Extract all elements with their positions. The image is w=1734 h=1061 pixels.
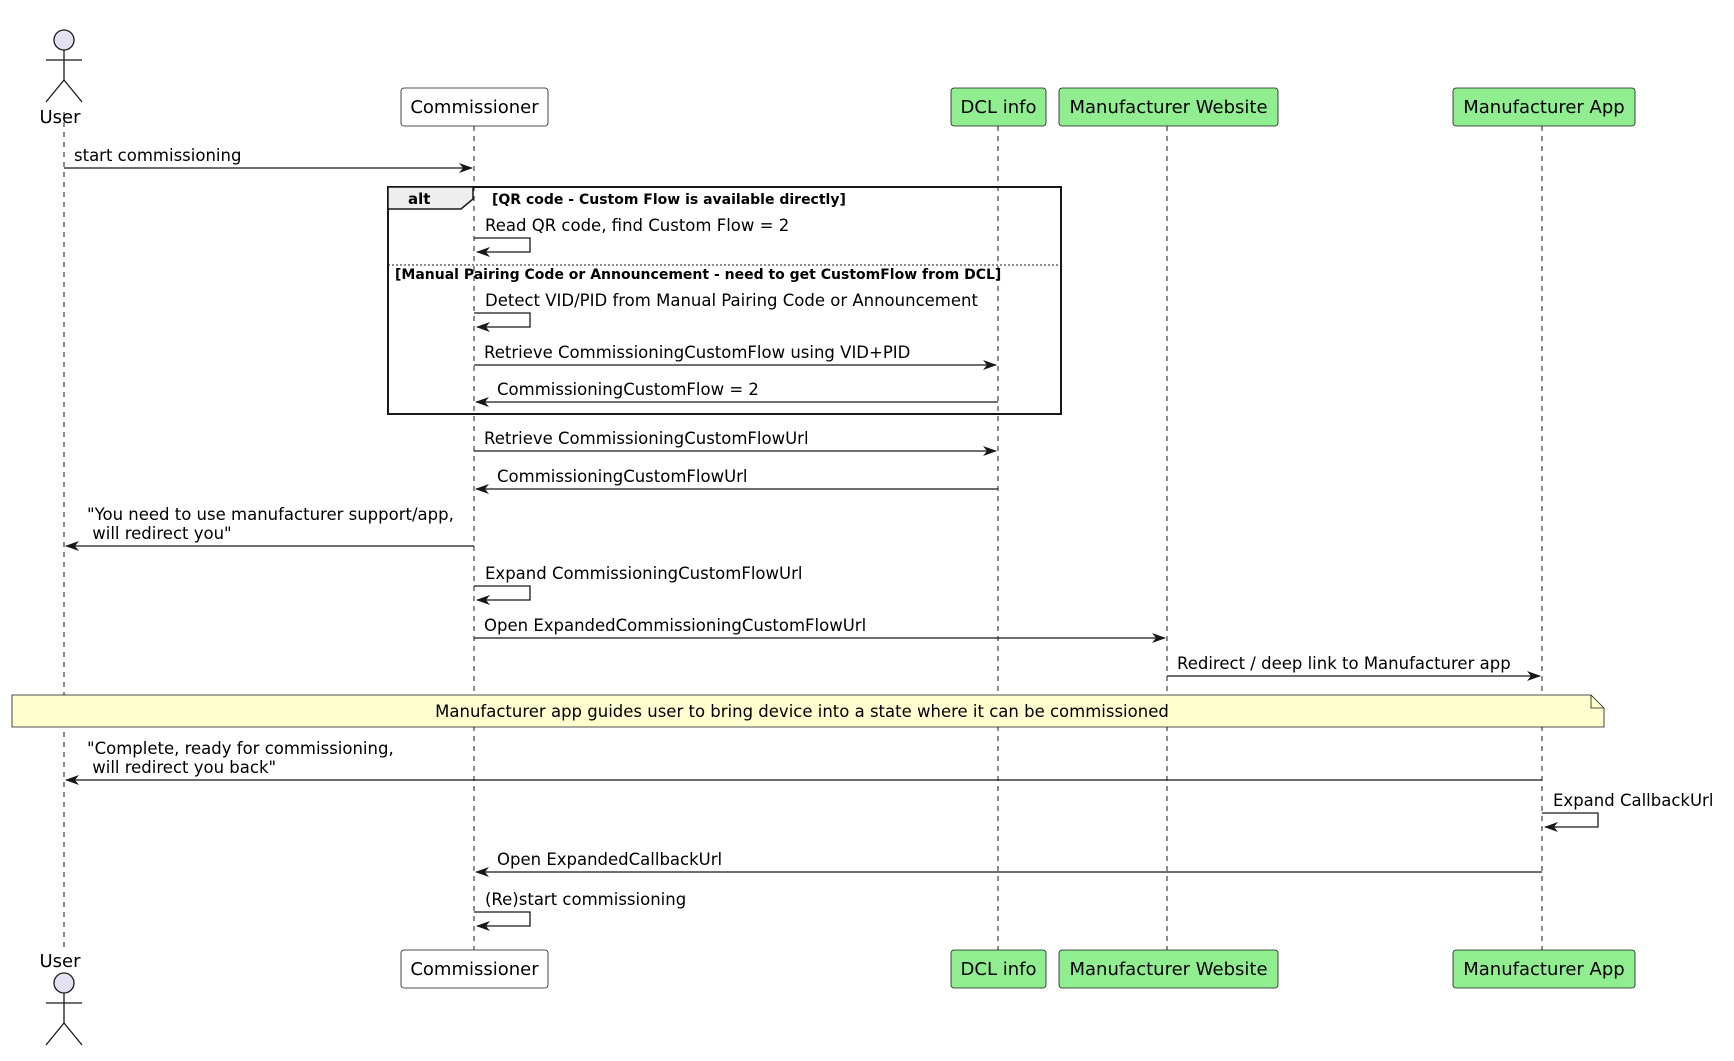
participant-label: Commissioner <box>410 97 539 118</box>
message-label: CommissioningCustomFlowUrl <box>497 467 748 486</box>
participant-label: Manufacturer App <box>1463 97 1624 118</box>
note-text: Manufacturer app guides user to bring de… <box>435 702 1169 721</box>
participant-commissioner-bottom: Commissioner <box>401 950 548 988</box>
message-6: Retrieve CommissioningCustomFlowUrl <box>474 429 996 451</box>
message-label: Open ExpandedCommissioningCustomFlowUrl <box>484 616 866 635</box>
actor-user-top: User <box>39 30 82 128</box>
participant-app-bottom: Manufacturer App <box>1453 950 1635 988</box>
message-11: Redirect / deep link to Manufacturer app <box>1167 654 1540 676</box>
actor-label: User <box>39 107 81 128</box>
message-label: Redirect / deep link to Manufacturer app <box>1177 654 1511 673</box>
self-message-arrow <box>474 313 530 327</box>
participant-label: Manufacturer Website <box>1069 97 1267 118</box>
participant-website-bottom: Manufacturer Website <box>1059 950 1278 988</box>
message-13: Expand CallbackUrl <box>1542 791 1713 827</box>
message-label: Retrieve CommissioningCustomFlowUrl <box>484 429 809 448</box>
message-label: (Re)start commissioning <box>485 890 686 909</box>
self-message-arrow <box>1542 813 1598 827</box>
message-label: will redirect you" <box>87 524 232 543</box>
message-label: "Complete, ready for commissioning, <box>87 739 394 758</box>
message-label: Read QR code, find Custom Flow = 2 <box>485 216 789 235</box>
message-8: "You need to use manufacturer support/ap… <box>66 505 474 546</box>
alt-condition: [Manual Pairing Code or Announcement - n… <box>395 267 1001 283</box>
message-label: Expand CommissioningCustomFlowUrl <box>485 564 802 583</box>
message-10: Open ExpandedCommissioningCustomFlowUrl <box>474 616 1165 638</box>
participant-dcl-top: DCL info <box>951 88 1046 126</box>
participant-label: Manufacturer Website <box>1069 959 1267 980</box>
message-4: Retrieve CommissioningCustomFlow using V… <box>474 343 996 365</box>
note: Manufacturer app guides user to bring de… <box>12 695 1604 727</box>
message-label: Open ExpandedCallbackUrl <box>497 850 722 869</box>
message-2: Read QR code, find Custom Flow = 2 <box>474 216 789 252</box>
self-message-arrow <box>474 586 530 600</box>
participant-app-top: Manufacturer App <box>1453 88 1635 126</box>
message-label: Detect VID/PID from Manual Pairing Code … <box>485 291 978 310</box>
message-label: start commissioning <box>74 146 241 165</box>
participant-website-top: Manufacturer Website <box>1059 88 1278 126</box>
message-1: start commissioning <box>64 146 472 168</box>
message-3: Detect VID/PID from Manual Pairing Code … <box>474 291 978 327</box>
message-label: "You need to use manufacturer support/ap… <box>87 505 454 524</box>
participant-commissioner-top: Commissioner <box>401 88 548 126</box>
actor-figure-icon <box>46 973 82 1045</box>
self-message-arrow <box>474 238 530 252</box>
message-label: Expand CallbackUrl <box>1553 791 1713 810</box>
participant-label: Manufacturer App <box>1463 959 1624 980</box>
message-12: "Complete, ready for commissioning, will… <box>66 739 1542 780</box>
alt-keyword: alt <box>408 190 430 208</box>
message-15: (Re)start commissioning <box>474 890 686 926</box>
actor-label: User <box>39 951 81 972</box>
message-5: CommissioningCustomFlow = 2 <box>476 380 998 402</box>
participant-label: Commissioner <box>410 959 539 980</box>
participant-label: DCL info <box>961 97 1037 118</box>
message-14: Open ExpandedCallbackUrl <box>476 850 1542 872</box>
alt-tab <box>388 187 473 209</box>
participant-label: DCL info <box>961 959 1037 980</box>
actor-figure-icon <box>46 30 82 102</box>
message-7: CommissioningCustomFlowUrl <box>476 467 998 489</box>
message-label: Retrieve CommissioningCustomFlow using V… <box>484 343 910 362</box>
alt-condition: [QR code - Custom Flow is available dire… <box>492 192 846 208</box>
participant-dcl-bottom: DCL info <box>951 950 1046 988</box>
message-label: will redirect you back" <box>87 758 276 777</box>
actor-user-bottom: User <box>39 951 82 1045</box>
message-9: Expand CommissioningCustomFlowUrl <box>474 564 802 600</box>
message-label: CommissioningCustomFlow = 2 <box>497 380 759 399</box>
self-message-arrow <box>474 912 530 926</box>
